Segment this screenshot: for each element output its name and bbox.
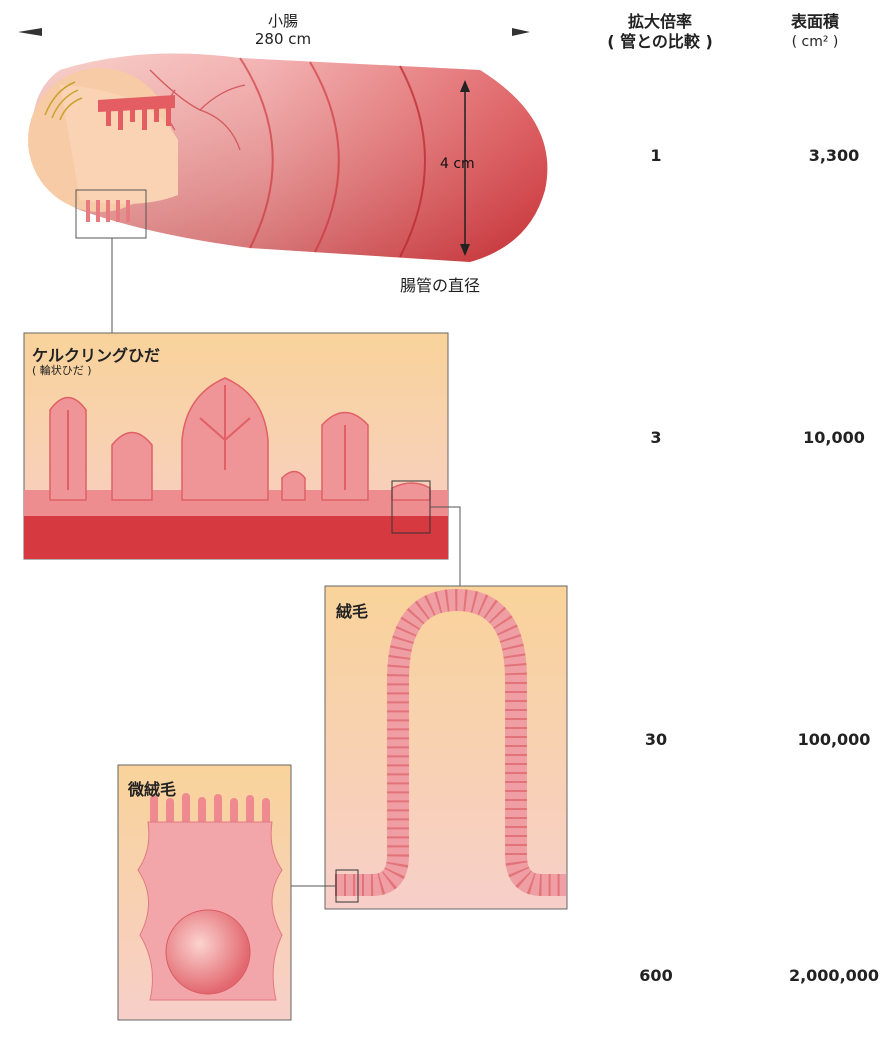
surface-area-value: 2,000,000 <box>764 966 884 985</box>
microvillus-panel <box>118 765 291 1020</box>
diameter-value: 4 cm <box>440 156 475 172</box>
surface-area-header-line1: 表面積 <box>760 12 870 32</box>
magnification-value: 3 <box>586 428 726 447</box>
magnification-header: 拡大倍率 ( 管との比較 ) <box>580 12 740 52</box>
surface-area-value: 100,000 <box>764 730 884 749</box>
villus-title: 絨毛 <box>336 598 368 622</box>
magnification-header-line2: ( 管との比較 ) <box>580 32 740 52</box>
diameter-label: 腸管の直径 <box>400 272 480 296</box>
surface-area-value: 3,300 <box>764 146 884 165</box>
tube-title: 小腸 <box>248 10 318 31</box>
kerckring-subtitle: ( 輪状ひだ ) <box>32 362 92 378</box>
tube-length: 280 cm <box>238 30 328 48</box>
magnification-value: 600 <box>586 966 726 985</box>
surface-area-header-line2: ( cm² ) <box>760 32 870 52</box>
microvillus-title: 微絨毛 <box>128 776 176 800</box>
surface-area-header: 表面積 ( cm² ) <box>760 12 870 52</box>
villus-panel <box>325 586 567 909</box>
magnification-header-line1: 拡大倍率 <box>580 12 740 32</box>
magnification-value: 30 <box>586 730 726 749</box>
surface-area-value: 10,000 <box>764 428 884 447</box>
magnification-value: 1 <box>586 146 726 165</box>
